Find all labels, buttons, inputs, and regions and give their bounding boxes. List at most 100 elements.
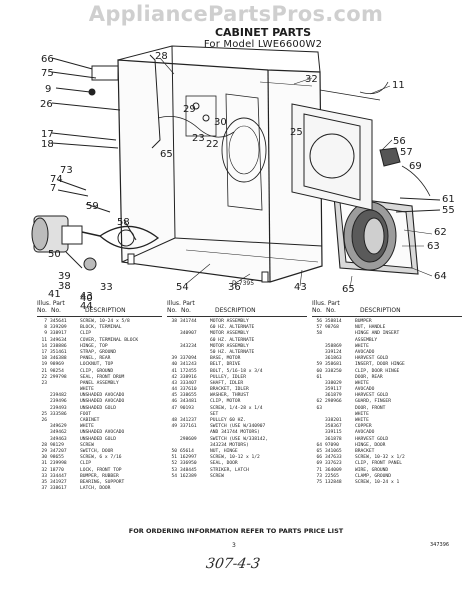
illus-no: 18 <box>41 356 47 362</box>
illus-no: 39 <box>171 356 177 362</box>
part-description: BEARING, SUPPORT <box>80 479 125 485</box>
part-number: 18770 <box>50 467 64 473</box>
header-description: DESCRIPTION <box>215 307 256 314</box>
part-description: SCREW, 6 x 7/16 <box>80 455 122 461</box>
part-number: 341927 <box>50 479 67 485</box>
header-part-no: No. <box>181 307 191 314</box>
parts-row: 60 HZ. ALTERNATE <box>167 325 307 331</box>
callout-74: 74 <box>50 174 63 185</box>
part-number: 347207 <box>50 448 67 454</box>
part-number: 333407 <box>180 380 197 386</box>
callout-32: 32 <box>305 74 318 85</box>
illus-no: 11 <box>41 337 47 343</box>
part-number: 358367 <box>325 424 342 430</box>
part-number: 358681 <box>325 362 342 368</box>
part-description: WHITE <box>80 424 94 430</box>
part-description: SCREW, 10-24 x 5/8 <box>80 319 130 324</box>
illus-no: 49 <box>171 424 177 430</box>
part-number: 338250 <box>325 368 342 374</box>
header-part-no: No. <box>326 307 336 314</box>
part-number: 349463 <box>50 436 67 442</box>
part-number: 339209 <box>50 325 67 331</box>
callout-61: 61 <box>442 194 455 205</box>
title-text: CABINET PARTS <box>214 26 312 39</box>
part-description: PULLEY 60 HZ. <box>210 418 246 423</box>
part-number: 172455 <box>180 368 197 374</box>
part-description: SHAFT, IDLER <box>210 380 244 386</box>
part-description: UNSHADED GOLD <box>80 405 116 411</box>
part-description: MOTOR ASSEMBLY <box>210 343 249 349</box>
part-number: 98129 <box>50 442 64 448</box>
part-description: WHITE <box>355 411 369 417</box>
parts-row: WHITE <box>37 387 162 393</box>
part-number: 364009 <box>325 467 342 473</box>
callout-9: 9 <box>45 84 52 95</box>
illus-no: 37 <box>41 486 47 492</box>
part-number: 341243 <box>180 362 197 368</box>
illus-no: 45 <box>171 393 177 399</box>
part-description: UNSHADED AVOCADO <box>80 430 125 436</box>
part-description: SEAL, FRONT DRUM <box>80 374 125 380</box>
illus-no: 65 <box>316 448 322 454</box>
part-description: SCREW, 10-24 x 1 <box>355 479 400 485</box>
part-number: 239496 <box>50 399 67 405</box>
part-number: 132848 <box>325 479 342 485</box>
illus-no: 63 <box>316 405 322 411</box>
callout-64: 64 <box>434 271 447 282</box>
part-description: MOTOR ASSEMBLY <box>210 331 249 337</box>
reference-code: 347396 <box>430 542 450 548</box>
callout-41: 41 <box>48 289 61 300</box>
illus-no: 53 <box>171 467 177 473</box>
part-description: 343234 MOTORS) <box>210 442 249 448</box>
part-number: 358869 <box>325 343 342 349</box>
illus-no: 75 <box>316 479 322 485</box>
part-number: 65614 <box>180 448 194 454</box>
part-description: AVOCADO <box>355 387 375 393</box>
part-number: 334447 <box>50 473 67 479</box>
illus-no: 40 <box>171 362 177 368</box>
part-description: HINGE, TOP <box>80 343 108 349</box>
part-description: ASSEMBLY <box>355 337 378 343</box>
part-number: 341065 <box>325 448 342 454</box>
part-description: WHITE <box>355 380 369 386</box>
callout-44: 44 <box>80 301 93 312</box>
parts-row: ASSEMBLY <box>312 338 462 344</box>
callout-63: 63 <box>427 241 440 252</box>
illus-no: 21 <box>41 368 47 374</box>
illus-no: 43 <box>171 380 177 386</box>
header-illus-no: No. <box>167 307 177 314</box>
callout-23: 23 <box>192 133 205 144</box>
illus-no: 51 <box>171 455 177 461</box>
illus-no: 62 <box>316 399 322 405</box>
part-description: CABINET <box>80 418 100 423</box>
part-description: 50 HZ. ALTERNATE <box>210 349 255 355</box>
motor-assembly <box>31 179 160 271</box>
part-description: SCREW <box>210 473 224 479</box>
part-number: 361863 <box>325 356 342 362</box>
illus-no: 28 <box>41 442 47 448</box>
rear-panel-top <box>149 54 235 149</box>
part-number: 339115 <box>325 430 342 436</box>
